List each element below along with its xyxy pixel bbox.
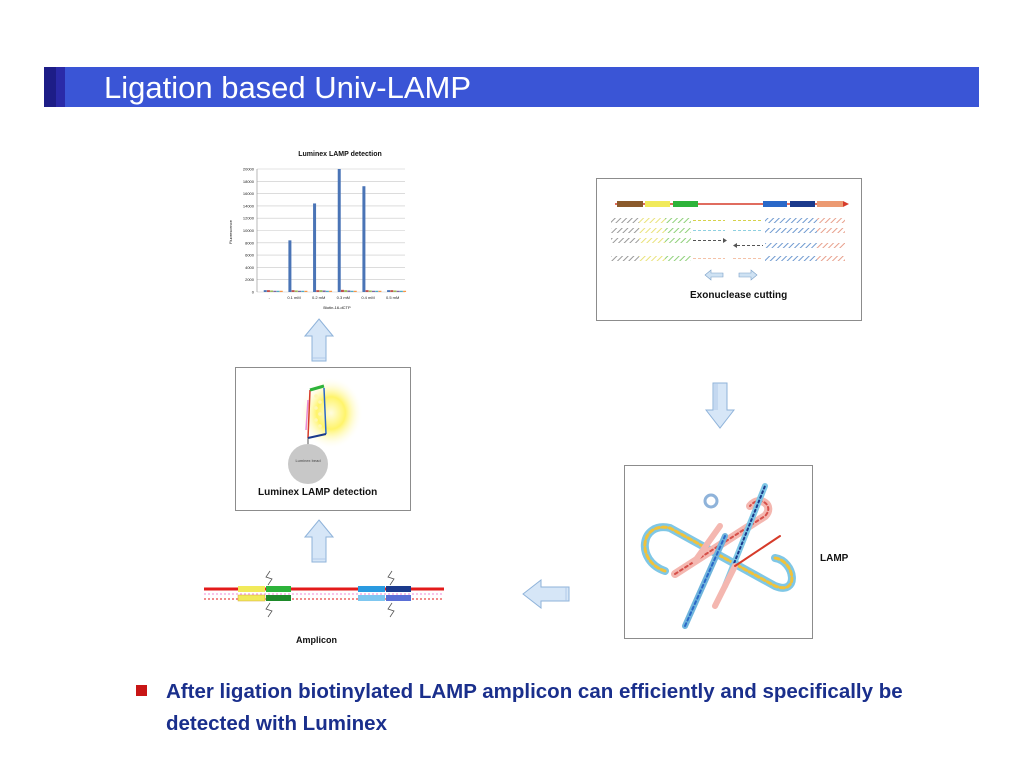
up-arrow-icon (304, 318, 334, 362)
up-arrow-icon (304, 519, 334, 563)
y-tick-label: 8000 (245, 240, 255, 245)
bar (266, 290, 270, 292)
y-tick-label: 16000 (243, 191, 255, 196)
luminex-panel: Luminex bead Luminex LAMP detection (235, 367, 411, 511)
bar (399, 290, 403, 292)
bar (362, 186, 366, 292)
bar (288, 240, 292, 292)
x-tick-label: 0.5 mM (386, 295, 399, 300)
bar (273, 290, 277, 292)
bar (350, 290, 354, 292)
left-arrow-icon (704, 269, 724, 281)
bar (316, 290, 320, 292)
bullet-text: After ligation biotinylated LAMP amplico… (166, 680, 903, 735)
lamp-panel (624, 465, 813, 639)
x-tick-label: 0.1 mM (287, 295, 300, 300)
bar (390, 290, 394, 292)
bar (347, 290, 351, 292)
bar (340, 289, 344, 292)
luminex-label: Luminex LAMP detection (258, 487, 378, 498)
bar (372, 290, 375, 292)
y-tick-label: 2000 (245, 277, 255, 282)
bar (298, 290, 301, 292)
bar (353, 290, 357, 292)
x-tick-label: 0.3 mM (337, 295, 350, 300)
bar (344, 290, 348, 292)
strand-rows-right (733, 218, 845, 261)
bar (304, 290, 308, 292)
luminex-bead-diagram: Luminex bead (288, 377, 363, 484)
bar (375, 290, 379, 292)
bar (337, 169, 341, 292)
chart-xlabel: Biotin-16-dCTP (323, 305, 351, 310)
bar (270, 290, 274, 292)
right-arrow-icon (738, 269, 758, 281)
y-tick-label: 14000 (243, 203, 255, 208)
x-tick-label: - (269, 295, 271, 300)
x-tick-label: 0.4 mM (361, 295, 374, 300)
y-tick-label: 10000 (243, 228, 255, 233)
bar (325, 290, 329, 292)
bar (279, 290, 283, 292)
bar (276, 290, 280, 292)
strand-rows-left (611, 218, 727, 261)
luminex-bead-label: Luminex bead (295, 458, 320, 463)
exonuclease-diagram (611, 201, 849, 281)
bar (329, 290, 333, 292)
bar (387, 290, 391, 292)
slide-title: Ligation based Univ-LAMP (104, 70, 472, 105)
y-tick-label: 18000 (243, 179, 255, 184)
x-tick-label: 0.2 mM (312, 295, 325, 300)
bar (393, 290, 397, 292)
title-bar (44, 67, 979, 107)
lamp-label: LAMP (820, 553, 849, 564)
bar (319, 290, 323, 292)
y-tick-label: 6000 (245, 253, 255, 258)
bar (294, 290, 298, 292)
lamp-structure-diagram (640, 483, 796, 629)
bar (322, 290, 326, 292)
chart-title: Luminex LAMP detection (298, 151, 382, 158)
bar (301, 290, 305, 292)
amplicon-diagram (204, 570, 444, 618)
y-tick-label: 12000 (243, 216, 255, 221)
bar (263, 290, 267, 292)
chart-ylabel: Fluorescence (228, 219, 233, 244)
y-tick-label: 0 (252, 290, 255, 295)
bar (365, 290, 369, 292)
amplicon-label: Amplicon (296, 635, 338, 645)
bullet-marker (136, 685, 147, 696)
bar (291, 290, 295, 292)
title-accent-left (44, 67, 56, 107)
y-tick-label: 20000 (243, 167, 255, 172)
y-tick-label: 4000 (245, 265, 255, 270)
down-arrow-icon (705, 382, 735, 429)
title-accent-inner (56, 67, 65, 107)
bar (378, 290, 382, 292)
exonuclease-label: Exonuclease cutting (690, 290, 788, 301)
bar (313, 203, 317, 292)
luminex-bar-chart: Luminex LAMP detection Fluorescence Biot… (228, 151, 407, 310)
left-arrow-icon (522, 579, 570, 609)
bar (396, 290, 400, 292)
bar (368, 290, 372, 292)
bar (403, 290, 407, 292)
exonuclease-panel: Exonuclease cutting (596, 178, 862, 321)
